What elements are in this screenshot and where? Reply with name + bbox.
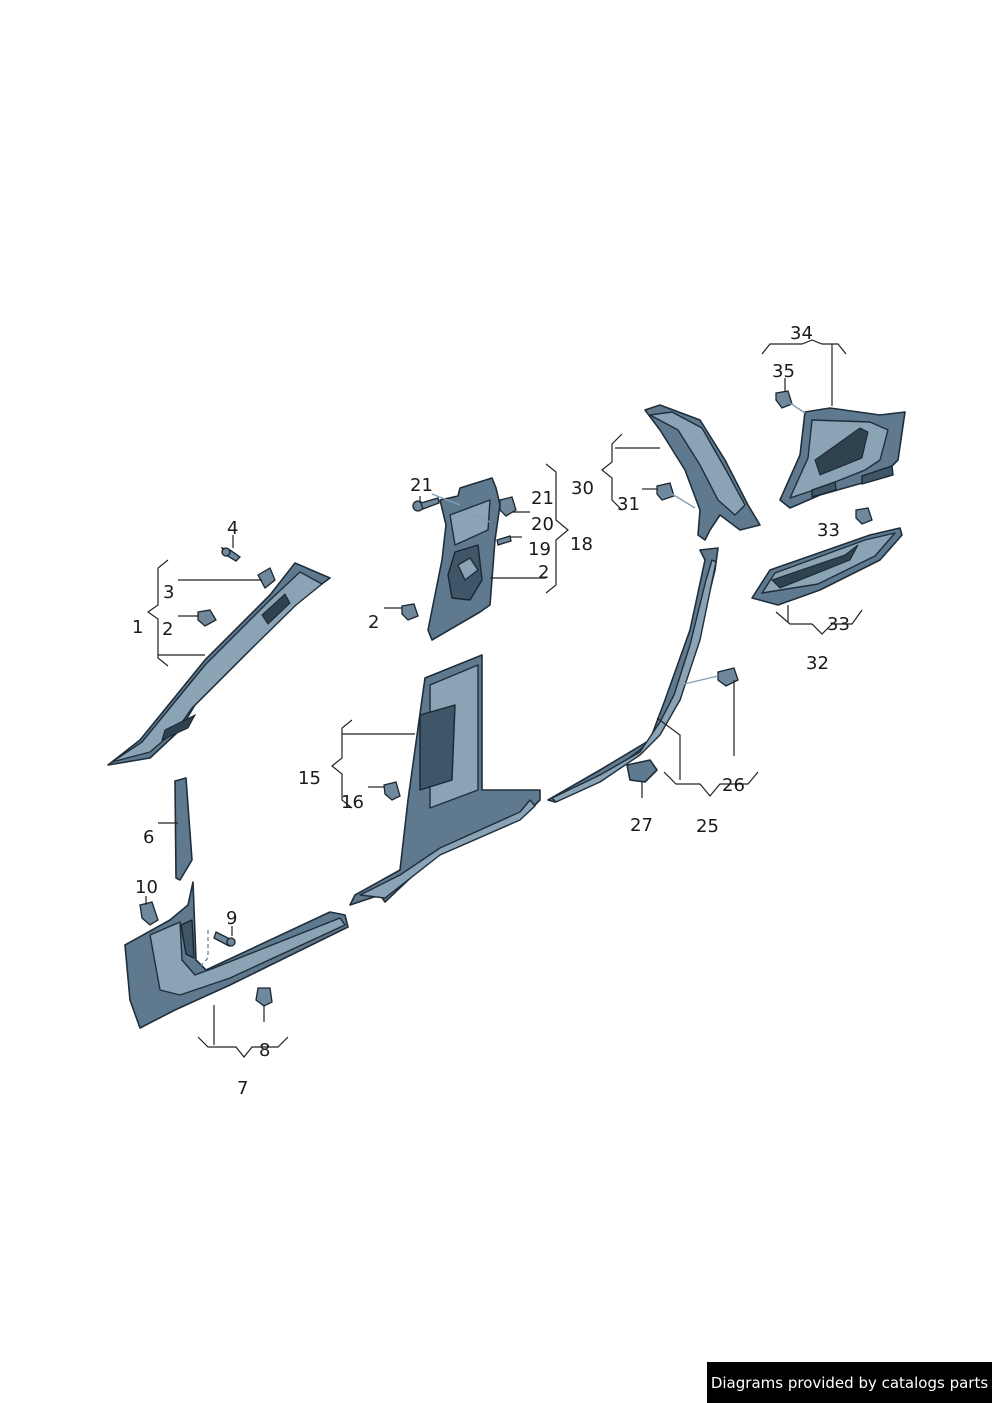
clip-26: [717, 667, 739, 687]
callout-1: 1: [132, 617, 143, 638]
clip-33: [855, 507, 873, 525]
callout-21-right: 21: [531, 488, 554, 509]
clip-35: [775, 390, 793, 409]
callout-3: 3: [163, 582, 174, 603]
callout-18: 18: [570, 534, 593, 555]
clip-3: [257, 567, 276, 589]
c-pillar-trim: [644, 404, 761, 541]
clip-8: [255, 987, 273, 1007]
leader-lines: [145, 339, 863, 1058]
clip-10: [139, 901, 159, 926]
callout-2-right: 2: [538, 562, 549, 583]
callout-9: 9: [226, 908, 237, 929]
callout-34: 34: [790, 323, 813, 344]
callout-19: 19: [528, 539, 551, 560]
sill-trim-rear: [547, 547, 719, 803]
rear-panel-trim: [751, 527, 903, 606]
callout-labels: 1 2 3 4 6 7 8 9 10 15 16 18 19 20 21 21 …: [132, 323, 850, 1099]
callout-35: 35: [772, 361, 795, 382]
callout-2-middle: 2: [368, 612, 379, 633]
credit-text: Diagrams provided by catalogs parts: [710, 1373, 989, 1392]
callout-16: 16: [341, 792, 364, 813]
callout-15: 15: [298, 768, 321, 789]
callout-30: 30: [571, 478, 594, 499]
a-pillar-trim: [107, 562, 331, 766]
callout-31: 31: [617, 494, 640, 515]
callout-25: 25: [696, 816, 719, 837]
sill-trim-front: [124, 881, 349, 1029]
callout-8: 8: [259, 1040, 270, 1061]
credit-banner: Diagrams provided by catalogs parts: [707, 1362, 992, 1403]
screw-21-left: [412, 497, 440, 512]
screw-4: [220, 546, 242, 562]
clip-2-middle: [401, 603, 419, 621]
callout-2: 2: [162, 619, 173, 640]
callout-10: 10: [135, 877, 158, 898]
callout-4: 4: [227, 518, 238, 539]
clip-16: [383, 781, 401, 801]
b-pillar-lower-trim: [349, 654, 541, 906]
rear-side-trim: [779, 407, 906, 509]
callout-21-left: 21: [410, 475, 433, 496]
callout-6: 6: [143, 827, 154, 848]
callout-7: 7: [237, 1078, 248, 1099]
clip-31: [656, 482, 675, 501]
screw-9: [213, 931, 236, 947]
callout-27: 27: [630, 815, 653, 836]
clip-2-left: [197, 609, 217, 627]
callout-26: 26: [722, 775, 745, 796]
clip-27: [626, 759, 658, 783]
callout-32: 32: [806, 653, 829, 674]
pin-19: [496, 535, 512, 546]
callout-20: 20: [531, 514, 554, 535]
trim-strip-6: [174, 777, 193, 881]
callout-33-bottom: 33: [827, 614, 850, 635]
clip-21-right: [499, 496, 517, 517]
callout-33-top: 33: [817, 520, 840, 541]
